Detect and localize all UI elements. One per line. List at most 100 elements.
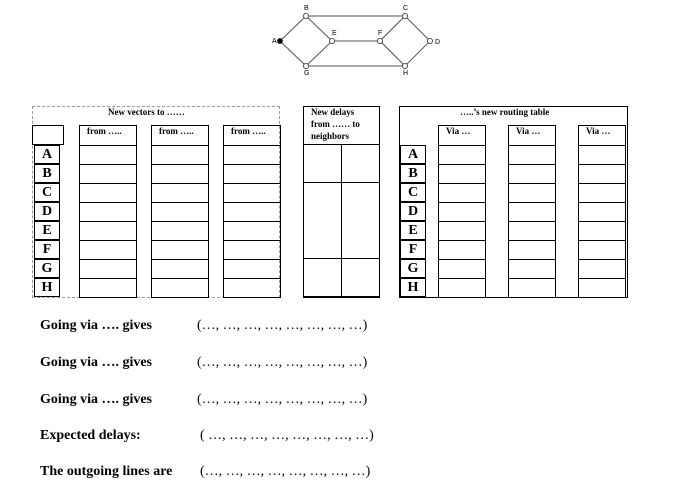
table-row <box>578 259 626 279</box>
delay-cell[interactable] <box>303 144 342 183</box>
expected-delays-label: Expected delays: <box>40 428 141 443</box>
table-cell[interactable] <box>578 202 626 222</box>
edge-F-H <box>379 40 406 67</box>
going-via-line-1-label: Going via …. gives <box>40 318 153 333</box>
table-cell[interactable] <box>79 164 137 184</box>
header-cell <box>151 125 209 146</box>
table-cell[interactable] <box>508 259 556 279</box>
row-label-G: G <box>34 259 60 278</box>
vectors-grid-3 <box>223 125 281 298</box>
table-cell[interactable] <box>223 183 281 203</box>
table-cell[interactable] <box>438 202 486 222</box>
table-row <box>508 183 556 203</box>
table-row <box>578 278 626 298</box>
table-row <box>578 221 626 241</box>
table-cell[interactable] <box>151 164 209 184</box>
row-label-E: E <box>34 221 60 240</box>
table-cell[interactable] <box>438 278 486 298</box>
table-cell[interactable] <box>578 240 626 260</box>
table-cell[interactable] <box>438 221 486 241</box>
delay-cell[interactable] <box>341 144 380 183</box>
delays-grid <box>303 144 380 297</box>
table-cell[interactable] <box>508 278 556 298</box>
table-cell[interactable] <box>79 240 137 260</box>
edge-C-D <box>404 15 431 42</box>
table-cell[interactable] <box>438 183 486 203</box>
table-cell[interactable] <box>79 278 137 298</box>
table-cell[interactable] <box>438 164 486 184</box>
table-cell[interactable] <box>79 221 137 241</box>
table-cell[interactable] <box>223 259 281 279</box>
table-row <box>151 240 209 260</box>
table-cell[interactable] <box>578 145 626 165</box>
table-cell[interactable] <box>223 164 281 184</box>
table-row <box>438 202 486 222</box>
table-cell[interactable] <box>578 259 626 279</box>
table-cell[interactable] <box>151 240 209 260</box>
table-row <box>223 278 281 298</box>
table-row <box>438 259 486 279</box>
delays-title-line1: New delays <box>311 107 355 117</box>
table-row <box>438 240 486 260</box>
table-cell[interactable] <box>508 145 556 165</box>
header-cell <box>578 125 626 146</box>
table-cell[interactable] <box>508 183 556 203</box>
table-row <box>508 145 556 165</box>
table-cell[interactable] <box>508 240 556 260</box>
table-cell[interactable] <box>508 164 556 184</box>
delay-cell[interactable] <box>303 258 342 297</box>
edge-G-E <box>305 40 333 67</box>
table-cell[interactable] <box>223 278 281 298</box>
node-C <box>401 12 408 19</box>
delay-cell[interactable] <box>303 182 342 259</box>
table-cell[interactable] <box>578 278 626 298</box>
header-cell <box>223 125 281 146</box>
table-cell[interactable] <box>151 202 209 222</box>
vectors-table-title: New vectors to …… <box>108 107 185 117</box>
table-cell[interactable] <box>151 145 209 165</box>
table-cell[interactable] <box>79 145 137 165</box>
table-cell[interactable] <box>508 221 556 241</box>
table-row <box>79 202 137 222</box>
table-cell[interactable] <box>151 278 209 298</box>
delay-cell[interactable] <box>341 258 380 297</box>
node-label-E: E <box>332 30 337 37</box>
table-cell[interactable] <box>438 259 486 279</box>
table-cell[interactable] <box>578 221 626 241</box>
table-cell[interactable] <box>79 259 137 279</box>
table-cell[interactable] <box>79 183 137 203</box>
table-row <box>151 183 209 203</box>
routing-grid-3 <box>578 125 626 298</box>
table-cell[interactable] <box>508 202 556 222</box>
table-cell[interactable] <box>223 240 281 260</box>
edge-H-D <box>404 40 431 67</box>
node-label-F: F <box>378 30 382 37</box>
delays-title-line3: neighbors <box>311 131 350 141</box>
routing-table-title: …..’s new routing table <box>460 107 550 117</box>
going-via-line-3-value: (…, …, …, …, …, …, …, …) <box>197 392 368 407</box>
table-cell[interactable] <box>223 221 281 241</box>
node-label-A: A <box>272 38 277 45</box>
row-label-H: H <box>400 278 426 297</box>
going-via-line-1-value: (…, …, …, …, …, …, …, …) <box>197 318 368 333</box>
table-row <box>223 164 281 184</box>
edge-A-G <box>279 40 307 67</box>
table-cell[interactable] <box>79 202 137 222</box>
table-row <box>578 202 626 222</box>
table-cell[interactable] <box>438 240 486 260</box>
table-cell[interactable] <box>578 183 626 203</box>
table-cell[interactable] <box>151 221 209 241</box>
delay-cell[interactable] <box>341 182 380 259</box>
node-H <box>401 63 408 70</box>
table-cell[interactable] <box>223 145 281 165</box>
row-label-F: F <box>400 240 426 259</box>
table-row <box>508 164 556 184</box>
table-cell[interactable] <box>151 259 209 279</box>
table-cell[interactable] <box>223 202 281 222</box>
row-label-D: D <box>400 202 426 221</box>
table-cell[interactable] <box>151 183 209 203</box>
table-cell[interactable] <box>578 164 626 184</box>
node-label-G: G <box>304 70 309 77</box>
table-cell[interactable] <box>438 145 486 165</box>
